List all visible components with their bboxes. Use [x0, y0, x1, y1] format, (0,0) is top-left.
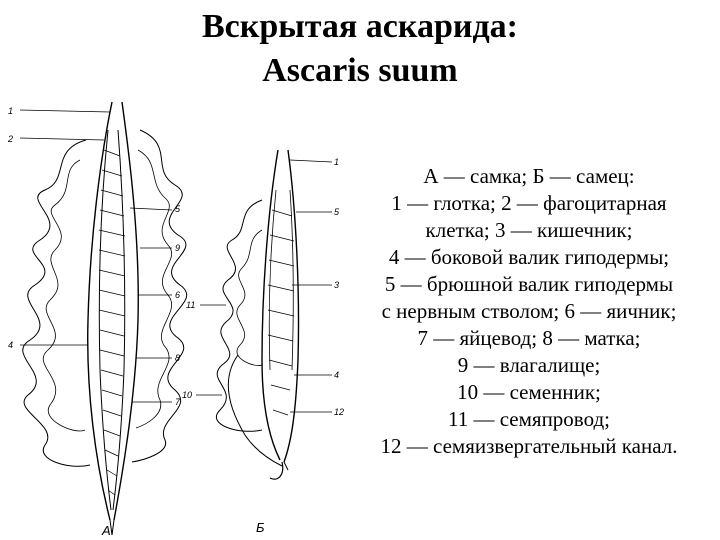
caption-line: 5 — брюшной валик гиподермы	[384, 272, 674, 296]
male-label-4: 4	[334, 370, 339, 380]
caption-line: 1 — глотка; 2 — фагоцитарная	[391, 191, 667, 215]
male-label-11: 11	[186, 300, 195, 310]
female-letter: А	[101, 523, 111, 538]
male-label-10: 10	[182, 390, 192, 400]
ascaris-dissection-drawing: 1 2 4 5 9 6 8 7 А 1 5 3 4 12 11 10 Б	[7, 101, 344, 538]
female-label-8: 8	[175, 353, 180, 363]
female-label-2: 2	[7, 134, 13, 144]
caption-line: 7 — яйцевод; 8 — матка;	[417, 326, 641, 350]
female-label-7: 7	[175, 397, 181, 407]
male-worm	[216, 149, 300, 480]
male-label-3: 3	[334, 280, 339, 290]
caption-line: 4 — боковой валик гиподермы;	[388, 245, 670, 269]
legend-caption: А — самка; Б — самец: 1 — глотка; 2 — фа…	[348, 163, 710, 460]
caption-line: 9 — влагалище;	[457, 353, 601, 377]
caption-line: клетка; 3 — кишечник;	[425, 218, 633, 242]
female-label-4: 4	[8, 340, 13, 350]
slide-title-line-2: Ascaris suum	[262, 52, 458, 89]
male-label-12: 12	[334, 407, 344, 417]
caption-line: А — самка; Б — самец:	[423, 164, 635, 188]
caption-line: 11 — семяпровод;	[448, 407, 610, 431]
caption-line: 12 — семяизвергательный канал.	[380, 434, 678, 458]
female-label-6: 6	[175, 290, 180, 300]
female-worm	[22, 101, 188, 536]
caption-line: 10 — семенник;	[457, 380, 601, 404]
female-label-1: 1	[8, 106, 13, 116]
male-label-1: 1	[334, 157, 339, 167]
caption-line: с нервным стволом; 6 — яичник;	[381, 299, 677, 323]
slide-title-line-1: Вскрытая аскарида:	[201, 8, 518, 45]
female-label-9: 9	[175, 243, 180, 253]
male-label-5: 5	[334, 207, 340, 217]
female-label-5: 5	[175, 204, 181, 214]
male-letter: Б	[256, 520, 265, 535]
